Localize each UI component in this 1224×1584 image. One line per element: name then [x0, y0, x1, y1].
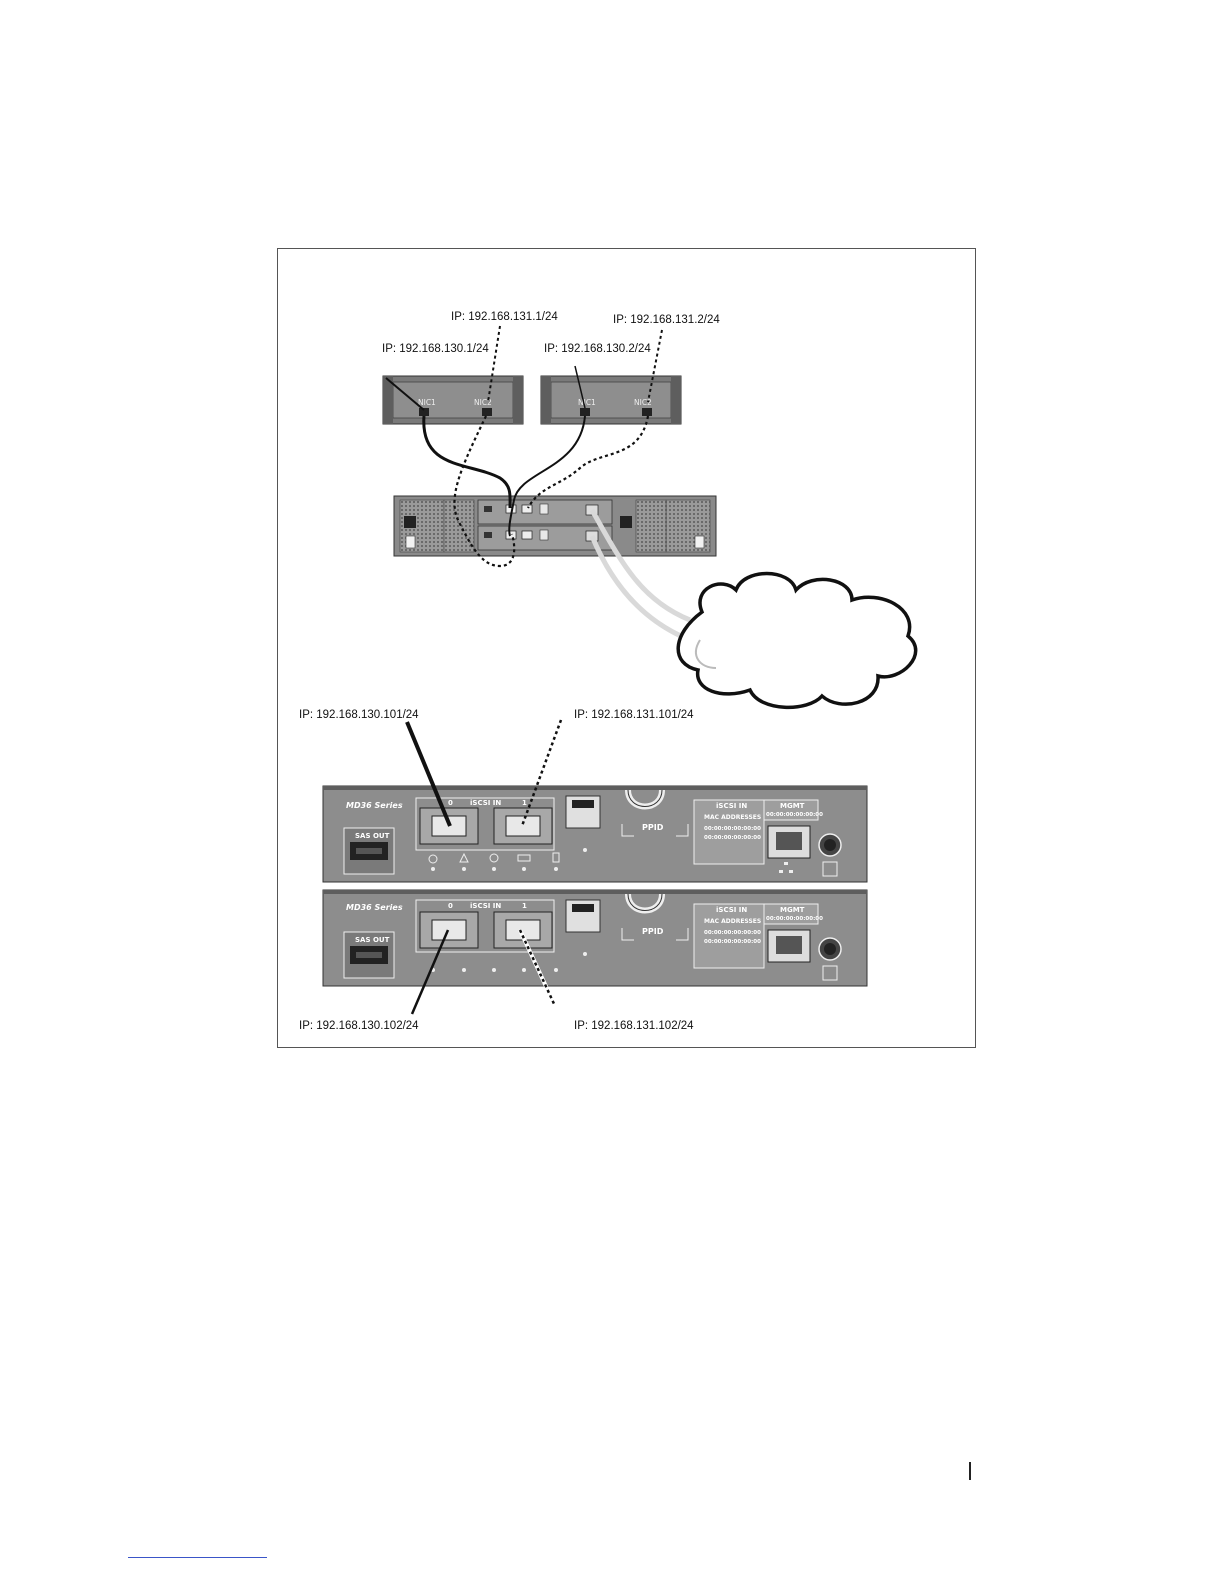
controller1-mac-header: iSCSI IN — [716, 906, 747, 914]
controller0-series-label: MD36 Series — [346, 801, 403, 810]
controller1-iscsi-port-0[interactable] — [431, 919, 467, 941]
host2-nic1-port[interactable] — [580, 408, 590, 416]
controller0-port1-number: 1 — [522, 799, 527, 807]
host1-nic2-ip-label: IP: 192.168.131.1/24 — [451, 311, 558, 323]
host1-nic1-ip-label: IP: 192.168.130.1/24 — [382, 343, 489, 355]
footer-rule — [128, 1557, 267, 1558]
host-server-2: NIC1 NIC2 — [540, 375, 682, 425]
controller0-iscsi-port-1[interactable] — [505, 815, 541, 837]
host2-nic1-ip-label: IP: 192.168.130.2/24 — [544, 343, 651, 355]
power-icon — [428, 854, 438, 864]
controller1-mac-0: 00:00:00:00:00:00 — [704, 930, 761, 936]
controller1-port0-number: 0 — [448, 902, 453, 910]
host-server-1: NIC1 NIC2 — [382, 375, 524, 425]
page-margin-bar — [969, 1462, 971, 1480]
controller0-ppid-label: PPID — [642, 823, 664, 832]
host1-nic1-port[interactable] — [419, 408, 429, 416]
host1-nic2-label: NIC2 — [474, 398, 492, 407]
raid-controller-0: MD36 Series SAS OUT iSCSI IN 0 1 PPID iS… — [322, 785, 868, 883]
controller0-mac-0: 00:00:00:00:00:00 — [704, 826, 761, 832]
controller1-mac-addresses-label: MAC ADDRESSES — [704, 918, 761, 925]
controller0-port0-ip-label: IP: 192.168.130.101/24 — [299, 709, 419, 721]
host1-nic2-port[interactable] — [482, 408, 492, 416]
controller1-port0-ip-label: IP: 192.168.130.102/24 — [299, 1020, 419, 1032]
controller0-mgmt-label: MGMT — [780, 802, 805, 810]
host2-nic2-port[interactable] — [642, 408, 652, 416]
controller1-sas-out-label: SAS OUT — [355, 936, 390, 944]
controller0-port0-number: 0 — [448, 799, 453, 807]
controller0-mac-panel — [693, 799, 765, 865]
host2-nic2-label: NIC2 — [634, 398, 652, 407]
host1-nic1-label: NIC1 — [418, 398, 436, 407]
battery-icon — [552, 852, 560, 863]
controller1-status-leds — [431, 952, 587, 972]
host-cables — [385, 365, 650, 568]
power-inlet-right — [620, 516, 632, 528]
diagram-frame — [277, 248, 976, 1048]
cache-icon — [517, 854, 531, 862]
raid-controller-1: MD36 Series SAS OUT iSCSI IN 0 1 PPID iS… — [322, 889, 868, 987]
controller1-iscsi-label: iSCSI IN — [470, 902, 501, 910]
controller0-latch[interactable] — [565, 795, 601, 829]
controller1-mgmt-mac: 00:00:00:00:00:00 — [766, 916, 823, 922]
controller1-mac-1: 00:00:00:00:00:00 — [704, 939, 761, 945]
controller0-sas-out-label: SAS OUT — [355, 832, 390, 840]
reset-icon — [822, 861, 838, 877]
controller1-port1-ip-label: IP: 192.168.131.102/24 — [574, 1020, 694, 1032]
host2-nic2-ip-label: IP: 192.168.131.2/24 — [613, 314, 720, 326]
controller0-port1-ip-label: IP: 192.168.131.101/24 — [574, 709, 694, 721]
storage-array-rear — [393, 495, 717, 557]
warning-icon — [459, 852, 469, 863]
network-icon — [779, 862, 793, 873]
management-network-cloud — [676, 571, 918, 709]
controller0-mac-header: iSCSI IN — [716, 802, 747, 810]
info-icon — [489, 853, 499, 863]
controller1-mac-panel — [693, 903, 765, 969]
power-inlet-left — [404, 516, 416, 528]
controller1-port1-number: 1 — [522, 902, 527, 910]
controller0-iscsi-label: iSCSI IN — [470, 799, 501, 807]
controller1-mgmt-label: MGMT — [780, 906, 805, 914]
controller0-mgmt-mac: 00:00:00:00:00:00 — [766, 812, 823, 818]
controller0-mac-addresses-label: MAC ADDRESSES — [704, 814, 761, 821]
host2-nic1-label: NIC1 — [578, 398, 596, 407]
controller1-series-label: MD36 Series — [346, 903, 403, 912]
controller0-mac-1: 00:00:00:00:00:00 — [704, 835, 761, 841]
controller1-ppid-label: PPID — [642, 927, 664, 936]
controller-cables — [405, 719, 563, 1015]
management-cable — [589, 508, 691, 643]
controller0-status-leds — [431, 848, 587, 871]
